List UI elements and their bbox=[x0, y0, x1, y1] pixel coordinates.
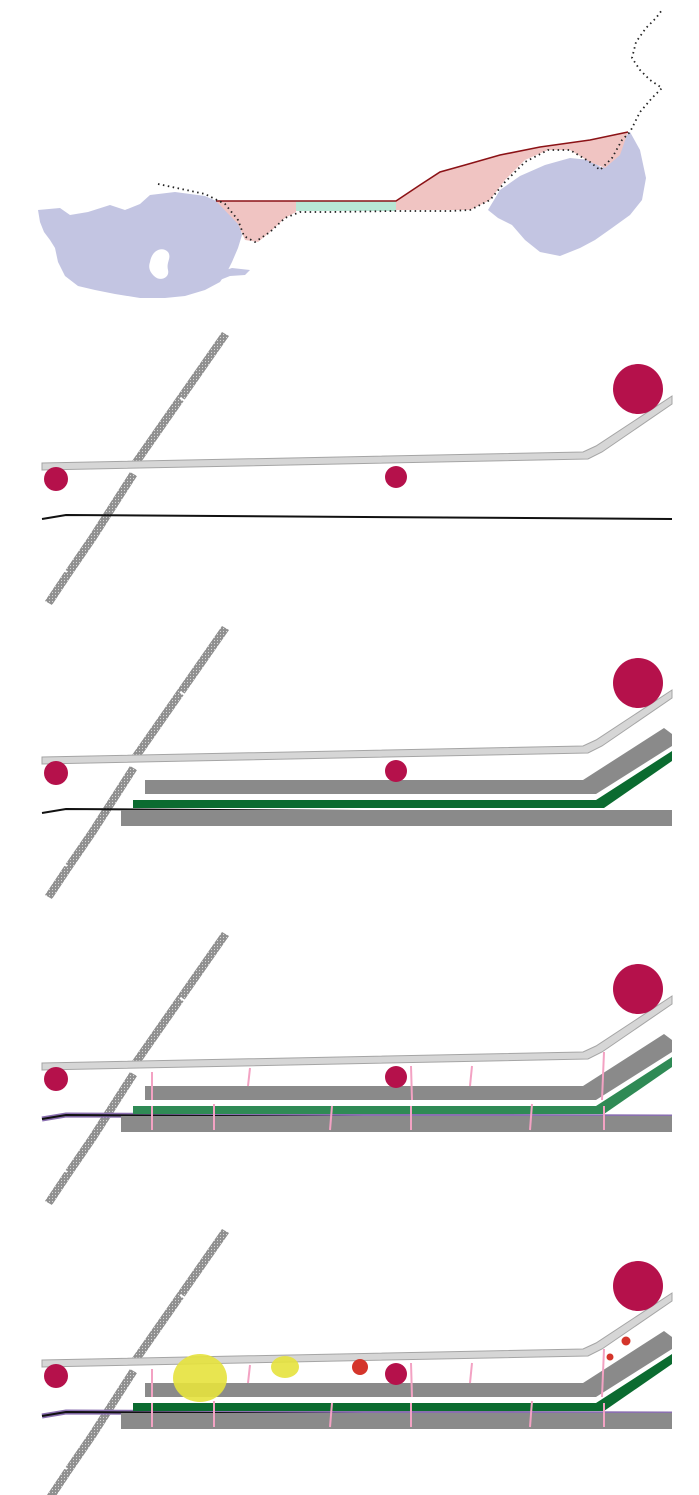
green-band bbox=[133, 1057, 672, 1114]
left-water-spur bbox=[210, 268, 250, 282]
left-water-inlet bbox=[149, 249, 170, 279]
diagonal-rail-upper bbox=[130, 932, 229, 1068]
diagonal-rail-lower bbox=[45, 1072, 137, 1205]
station-central bbox=[385, 760, 407, 782]
diagonal-rail-lower bbox=[45, 766, 137, 899]
hatch-zone-west bbox=[216, 201, 296, 242]
corridor-boundary-line bbox=[216, 131, 629, 202]
pedestrian-link-7 bbox=[329, 1105, 333, 1131]
station-central bbox=[385, 1066, 407, 1088]
station-east bbox=[613, 364, 663, 414]
commercial-node-1 bbox=[352, 1359, 368, 1375]
station-east bbox=[613, 1261, 663, 1311]
dotted-route-line bbox=[157, 9, 664, 244]
diagonal-rail-lower bbox=[45, 472, 137, 605]
pedestrian-link-8 bbox=[529, 1103, 533, 1131]
ground-line bbox=[41, 513, 673, 520]
diagonal-rail-upper bbox=[130, 332, 229, 468]
stage-4-panel bbox=[41, 1229, 673, 1495]
station-west bbox=[44, 1364, 68, 1388]
rail-gap-1 bbox=[179, 1294, 188, 1300]
station-central bbox=[385, 1363, 407, 1385]
commercial-node-3 bbox=[606, 1353, 614, 1361]
pedestrian-link-3 bbox=[410, 1065, 413, 1101]
activity-node-large bbox=[173, 1354, 227, 1402]
activity-node-small bbox=[271, 1356, 299, 1378]
stage-1-panel bbox=[41, 332, 673, 605]
pedestrian-link-8 bbox=[529, 1400, 533, 1428]
green-band bbox=[133, 751, 672, 808]
station-west bbox=[44, 1067, 68, 1091]
light-rail-corridor bbox=[41, 689, 673, 765]
stage-2-panel bbox=[41, 626, 673, 899]
parkway-strip bbox=[296, 201, 396, 211]
station-central bbox=[385, 466, 407, 488]
rail-gap-2 bbox=[59, 567, 68, 573]
hatch-zone-east bbox=[396, 132, 628, 210]
light-rail-corridor bbox=[41, 1292, 673, 1368]
pedestrian-link-4 bbox=[469, 1362, 473, 1384]
pedestrian-link-5 bbox=[601, 1051, 605, 1101]
rail-gap-2 bbox=[59, 861, 68, 867]
green-band bbox=[133, 1354, 672, 1411]
upper-gray-block bbox=[145, 1034, 672, 1100]
lower-gray-block bbox=[121, 810, 672, 826]
station-west bbox=[44, 761, 68, 785]
station-east bbox=[613, 964, 663, 1014]
light-rail-corridor bbox=[41, 395, 673, 471]
pedestrian-link-5 bbox=[601, 1348, 605, 1398]
pedestrian-link-2 bbox=[247, 1364, 251, 1384]
stage-3-panel bbox=[41, 932, 673, 1205]
rail-gap-1 bbox=[179, 397, 188, 403]
lower-gray-block bbox=[121, 1413, 672, 1429]
pedestrian-link-7 bbox=[329, 1402, 333, 1428]
diagonal-rail-lower bbox=[47, 1369, 137, 1495]
diagonal-rail-upper bbox=[130, 1229, 229, 1365]
rail-gap-1 bbox=[179, 997, 188, 1003]
site-map-panel bbox=[38, 9, 664, 298]
rail-gap-1 bbox=[179, 691, 188, 697]
rail-gap-2 bbox=[59, 1464, 68, 1470]
lower-gray-block bbox=[121, 1116, 672, 1132]
station-west bbox=[44, 467, 68, 491]
upper-gray-block bbox=[145, 728, 672, 794]
rail-gap-2 bbox=[59, 1167, 68, 1173]
pedestrian-link-4 bbox=[469, 1065, 473, 1087]
pedestrian-link-3 bbox=[410, 1362, 413, 1398]
light-rail-corridor bbox=[41, 995, 673, 1071]
diagonal-rail-upper bbox=[130, 626, 229, 762]
station-east bbox=[613, 658, 663, 708]
stage-panels bbox=[41, 332, 673, 1495]
right-water-body bbox=[488, 132, 646, 256]
commercial-node-2 bbox=[621, 1336, 631, 1346]
pedestrian-link-2 bbox=[247, 1067, 251, 1087]
left-water-body bbox=[38, 192, 242, 298]
